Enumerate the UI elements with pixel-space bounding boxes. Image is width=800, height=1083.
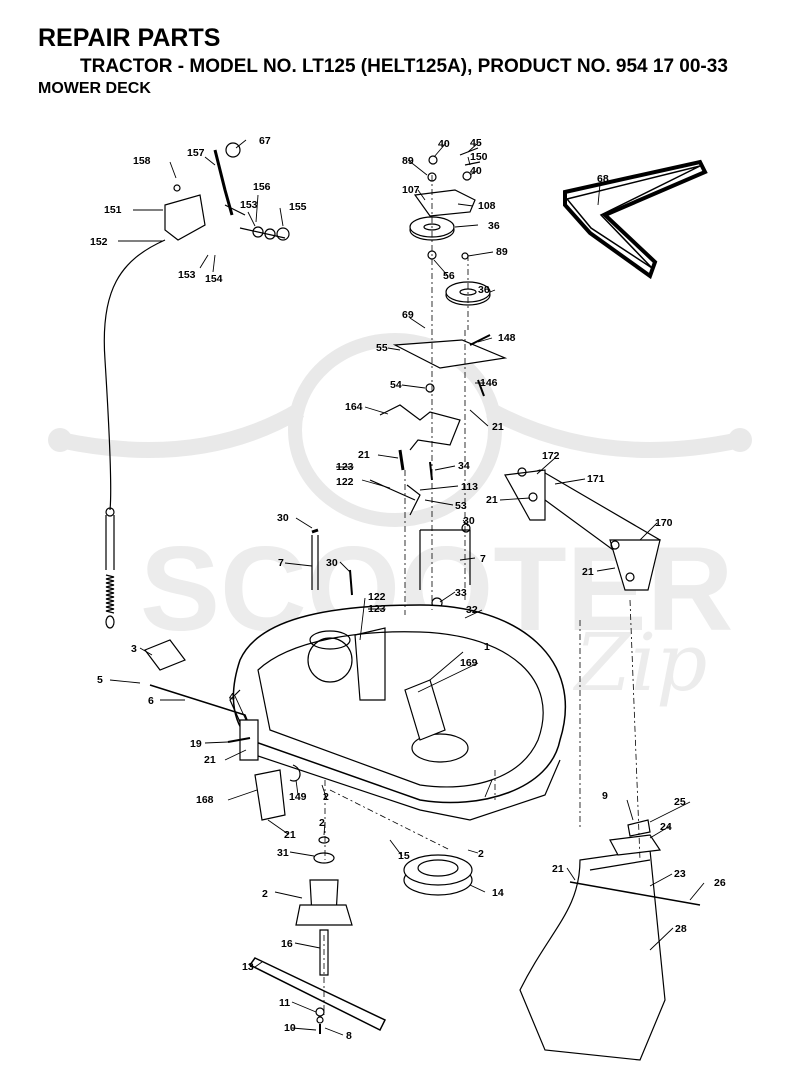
part-number-label: 21 [492,421,504,433]
part-number-label: 149 [289,791,307,803]
part-number-label: 28 [675,923,687,935]
part-number-label: 151 [104,204,122,216]
part-number-label: 122 [336,476,354,488]
part-number-label: 55 [376,342,388,354]
part-number-label: 6 [148,695,154,707]
part-number-label: 7 [480,553,486,565]
part-number-label: 123 [336,461,354,473]
section-title: MOWER DECK [38,80,151,97]
part-number-label: 33 [455,587,467,599]
part-number-label: 21 [582,566,594,578]
part-number-label: 29 [0,0,12,3]
part-number-label: 154 [205,273,223,285]
part-number-label: 23 [674,868,686,880]
part-number-label: 15 [398,850,410,862]
part-number-label: 168 [196,794,214,806]
part-number-label: 158 [133,155,151,167]
part-number-label: 122 [368,591,386,603]
part-number-label: 11 [279,997,290,1009]
part-number-label: 8 [346,1030,352,1042]
part-number-label: 10 [284,1022,296,1034]
part-number-label: 21 [204,754,216,766]
part-number-label: 3 [131,643,137,655]
part-number-label: 89 [402,155,414,167]
part-number-label: 1 [484,641,490,653]
part-number-label: 40 [470,165,482,177]
part-number-label: 56 [443,270,455,282]
guide-lines [323,175,641,1015]
part-number-label: 7 [278,557,284,569]
page-subtitle: TRACTOR - MODEL NO. LT125 (HELT125A), PR… [80,56,728,77]
part-number-label: 25 [674,796,686,808]
part-number-label: 30 [326,557,338,569]
part-number-label: 157 [187,147,205,159]
part-number-label: 164 [345,401,363,413]
part-number-label: 54 [390,379,402,391]
part-number-label: 26 [714,877,726,889]
part-number-label: 36 [488,220,500,232]
part-number-label: 2 [478,848,484,860]
part-number-label: 13 [242,961,254,973]
part-number-label: 24 [660,821,672,833]
part-number-label: 21 [552,863,564,875]
part-number-label: 150 [470,151,488,163]
part-number-label: 170 [655,517,673,529]
part-number-label: 40 [438,138,450,150]
part-number-label: 32 [466,604,478,616]
part-number-label: 155 [289,201,307,213]
part-number-label: 36 [478,284,490,296]
part-number-label: 89 [496,246,508,258]
part-number-label: 69 [402,309,414,321]
part-number-label: 53 [455,500,467,512]
part-number-label: 172 [542,450,560,462]
part-number-label: 153 [240,199,258,211]
part-number-label: 21 [284,829,296,841]
part-number-label: 107 [402,184,420,196]
part-number-label: 2 [262,888,268,900]
part-number-label: 30 [463,515,475,527]
part-number-label: 30 [277,512,289,524]
part-number-label: 113 [461,481,478,493]
part-number-label: 2 [319,817,325,829]
leader-lines [109,139,705,1036]
part-number-label: 123 [368,603,386,615]
part-number-label: 153 [178,269,196,281]
part-number-label: 5 [97,674,103,686]
page-title: REPAIR PARTS [38,24,221,52]
part-number-label: 169 [460,657,478,669]
part-number-label: 9 [602,790,608,802]
diagram-drawing [103,142,708,1061]
part-number-label: 68 [597,173,609,185]
part-number-label: 108 [478,200,496,212]
part-number-label: 27 [0,0,12,3]
part-number-label: 67 [259,135,271,147]
part-number-label: 148 [498,332,516,344]
part-number-label: 4 [229,691,235,703]
part-number-label: 2 [323,791,329,803]
part-number-label: 21 [358,449,370,461]
part-number-label: 16 [281,938,293,950]
part-number-label: 14 [492,887,504,899]
part-number-label: 152 [90,236,108,248]
part-number-label: 171 [587,473,605,485]
part-number-label: 34 [458,460,470,472]
part-number-label: 21 [486,494,498,506]
part-number-label: 19 [190,738,202,750]
part-number-label: 156 [253,181,271,193]
part-number-label: 146 [480,377,498,389]
watermark-script: Zip [572,616,707,709]
part-number-label: 31 [277,847,289,859]
part-number-label: 45 [470,137,482,149]
